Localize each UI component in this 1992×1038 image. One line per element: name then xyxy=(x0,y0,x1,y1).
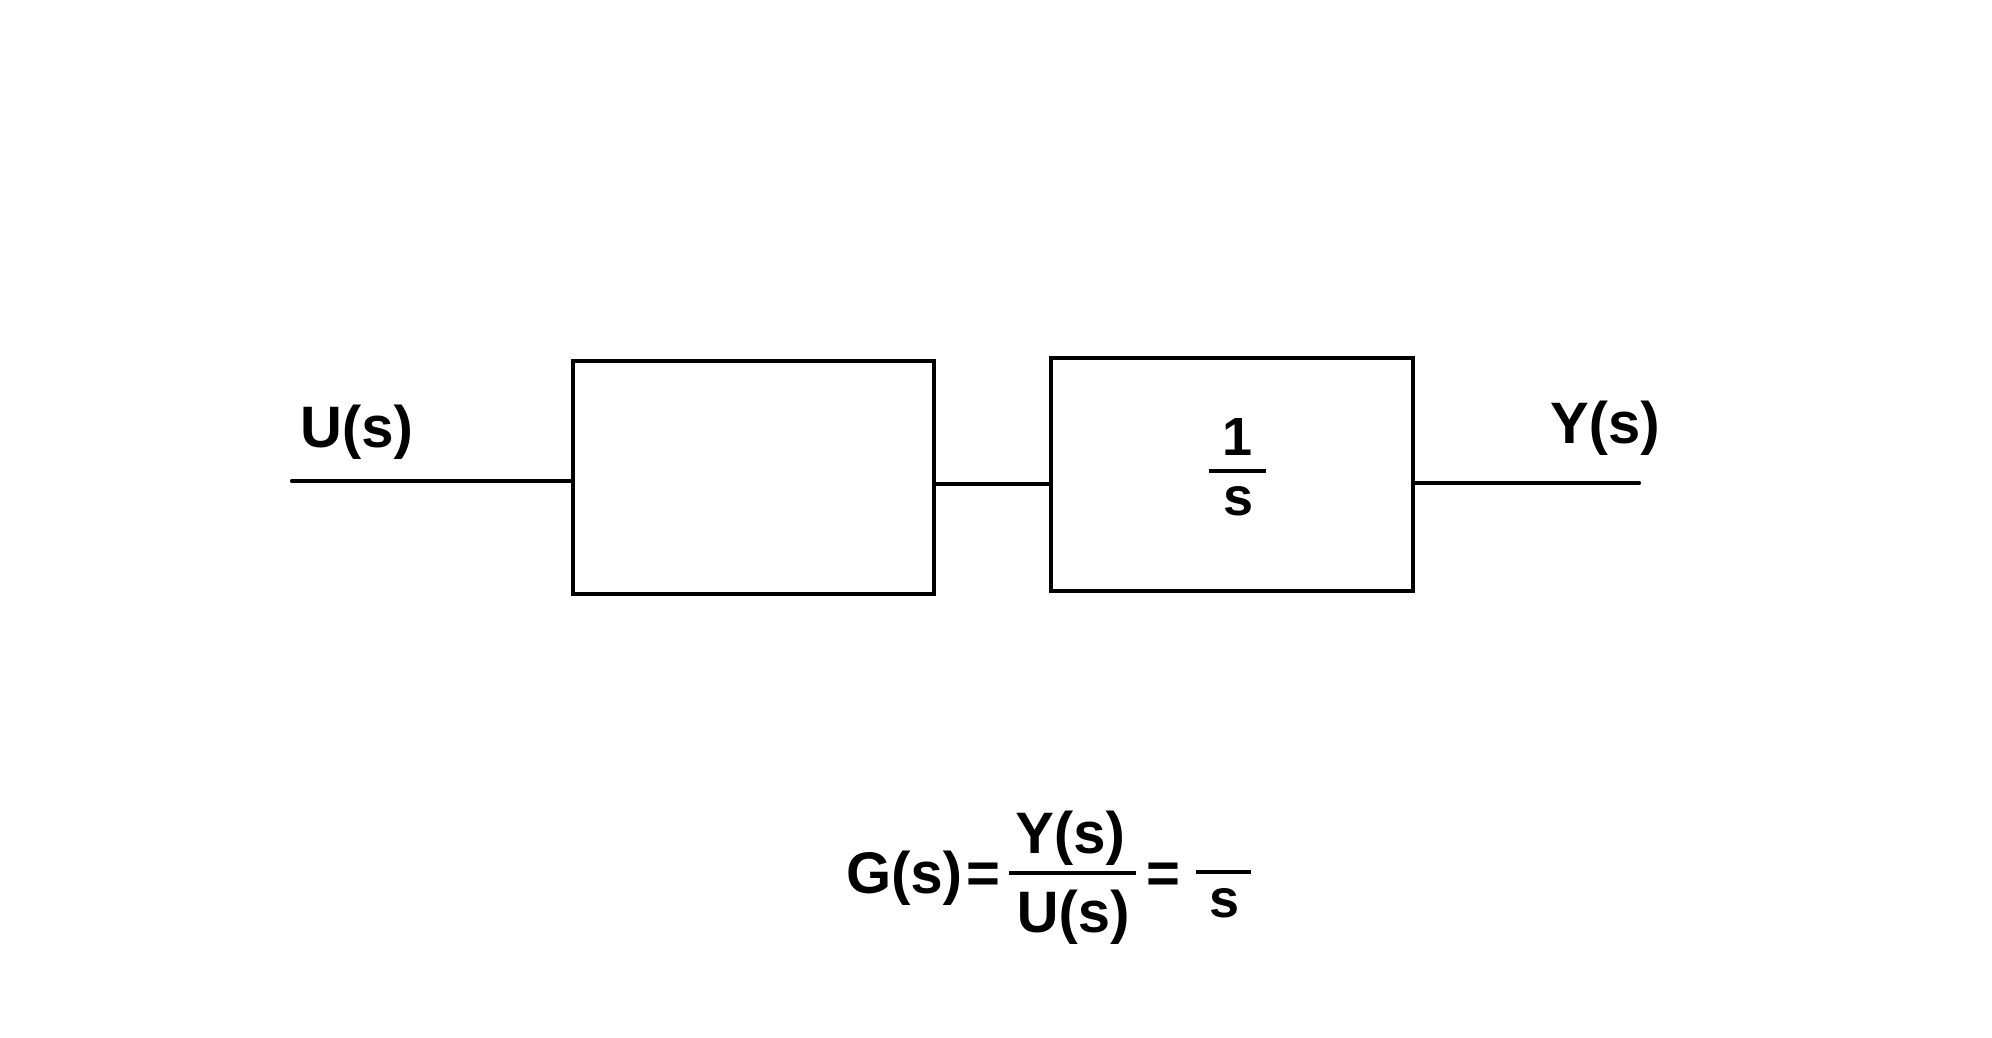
ratio-numerator: Y(s) xyxy=(1015,801,1125,866)
equation-lhs: G(s) xyxy=(846,841,962,906)
output-label: Y(s) xyxy=(1550,391,1660,456)
transfer-block-2 xyxy=(1049,356,1415,593)
block2-numerator: 1 xyxy=(1222,407,1252,467)
equation-equals-2: = xyxy=(1146,841,1180,906)
transfer-block-1 xyxy=(571,359,936,596)
result-denominator: s xyxy=(1209,869,1239,929)
equation-equals-1: = xyxy=(966,841,1000,906)
input-label: U(s) xyxy=(300,395,413,460)
ratio-denominator: U(s) xyxy=(1017,880,1130,945)
block2-denominator: s xyxy=(1223,467,1253,527)
